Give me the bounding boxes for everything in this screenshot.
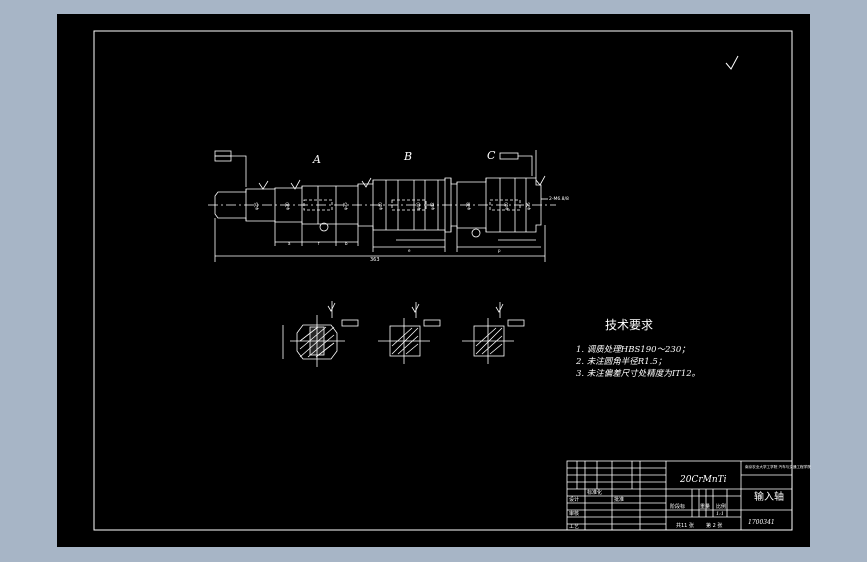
cross-section-c — [462, 302, 525, 364]
tech-req-item: 3. 未注偏差尺寸处精度为IT12。 — [576, 368, 700, 379]
section-label-b: B — [403, 150, 412, 163]
svg-text:φ30: φ30 — [285, 202, 290, 210]
weight-header: 重量 — [700, 503, 710, 510]
checker-label: 审核 — [569, 510, 579, 517]
roughness-symbol-icon — [725, 55, 739, 70]
school-name: 南京农业大学工学院 汽车与交通工程学院 — [745, 464, 811, 469]
material-label: 20CrMnTi — [679, 475, 727, 485]
approve-label: 批准 — [614, 496, 624, 503]
title-block — [566, 460, 793, 531]
cross-section-b — [378, 302, 441, 364]
drawing-border — [93, 30, 793, 531]
svg-text:φ35: φ35 — [526, 202, 531, 210]
dim-label-b: b — [345, 241, 348, 246]
standardization-label: 标准化 — [587, 489, 602, 496]
scale-header: 比例 — [716, 503, 726, 510]
process-label: 工艺 — [569, 524, 579, 530]
tech-req-item: 2. 未注圆角半径R1.5； — [575, 356, 666, 367]
sheet-number: 第 2 张 — [706, 522, 722, 529]
tech-req-title: 技术要求 — [605, 318, 653, 332]
tech-req-item: 1. 调质处理HBS190～230； — [576, 344, 690, 355]
svg-text:φ25: φ25 — [254, 202, 259, 210]
dim-label-a: a — [288, 241, 291, 246]
overall-length-dim: 363 — [370, 257, 380, 263]
dim-label-p: p — [498, 248, 501, 253]
cross-section-a — [282, 301, 359, 367]
svg-text:φ40: φ40 — [504, 202, 509, 210]
dim-label-f: f — [318, 241, 320, 246]
svg-text:φ40: φ40 — [416, 202, 421, 210]
section-label-a: A — [312, 153, 321, 166]
dim-label-e: e — [408, 248, 411, 253]
designer-label: 设计 — [569, 496, 579, 503]
part-name: 输入轴 — [754, 490, 784, 503]
total-sheets: 共11 张 — [676, 522, 694, 529]
shaft-main-view: φ25 φ30 φ35 φ40 φ40 φ42 φ38 φ40 φ35 — [208, 150, 556, 262]
svg-text:φ42: φ42 — [430, 202, 435, 210]
drawing-sheet — [57, 14, 810, 547]
stage-header: 阶段标 — [670, 503, 685, 510]
drawing-number: 1700341 — [748, 519, 775, 526]
chamfer-note: 2-M6.8/8 — [549, 196, 569, 202]
svg-text:φ35: φ35 — [343, 202, 348, 210]
scale-value: 1:1 — [716, 511, 724, 517]
section-label-c: C — [487, 149, 496, 162]
svg-text:φ40: φ40 — [378, 202, 383, 210]
svg-text:φ38: φ38 — [466, 202, 471, 210]
